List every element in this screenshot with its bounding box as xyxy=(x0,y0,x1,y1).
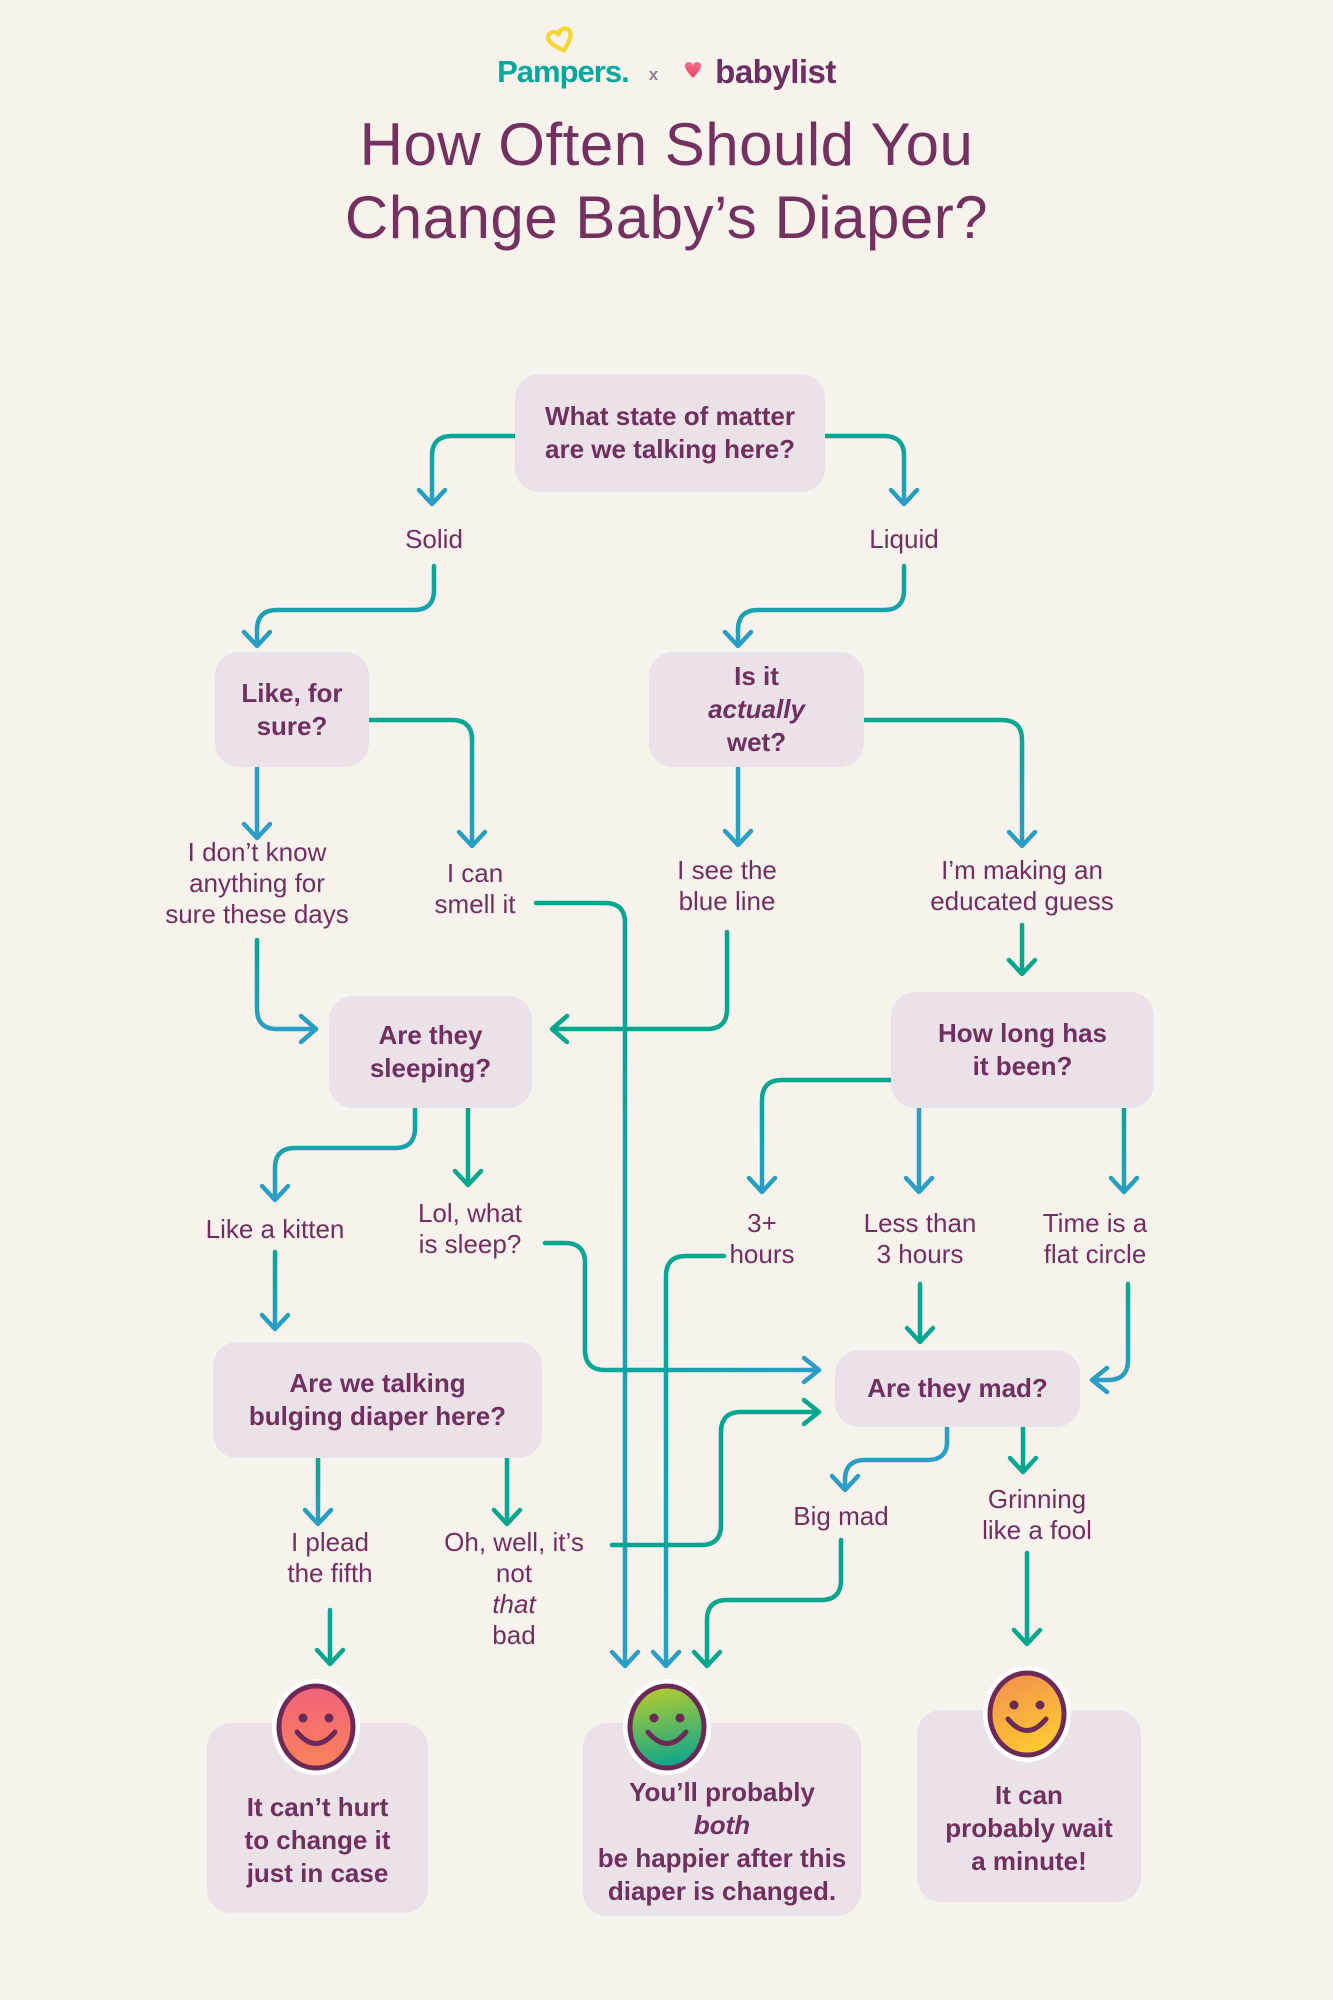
node-actually-wet: Is it actually wet? xyxy=(649,652,864,767)
babylist-wordmark: babylist xyxy=(715,53,836,90)
babylist-heart-icon xyxy=(685,62,702,78)
page-title: How Often Should You Change Baby’s Diape… xyxy=(0,108,1333,254)
node-bulging-diaper: Are we talking bulging diaper here? xyxy=(213,1342,542,1458)
outcome-both-happier: You’ll probably both be happier after th… xyxy=(583,1723,861,1916)
label-like-a-kitten: Like a kitten xyxy=(205,1214,345,1244)
smiley-green-icon xyxy=(623,1679,711,1775)
label-oh-well-not-that-bad: Oh, well, it’s not that bad xyxy=(444,1527,584,1650)
pampers-wordmark: Pampers. xyxy=(497,54,630,89)
label-big-mad: Big mad xyxy=(793,1501,889,1531)
page-title-line2: Change Baby’s Diaper? xyxy=(344,184,989,251)
pampers-logo: Pampers. xyxy=(497,26,630,90)
babylist-logo: babylist xyxy=(678,53,836,91)
smiley-orange-icon xyxy=(983,1666,1071,1762)
label-3-plus-hours: 3+hours xyxy=(729,1208,795,1269)
page-title-line1: How Often Should You xyxy=(359,111,974,178)
brand-header: Pampers. x babylist xyxy=(0,26,1333,100)
smiley-pink-icon xyxy=(272,1679,360,1775)
label-liquid: Liquid xyxy=(869,524,939,554)
node-state-of-matter: What state of matter are we talking here… xyxy=(515,374,825,492)
node-are-they-sleeping: Are they sleeping? xyxy=(329,996,532,1108)
brand-separator-x: x xyxy=(648,65,659,84)
label-solid: Solid xyxy=(405,524,463,554)
node-like-for-sure: Like, for sure? xyxy=(215,652,369,767)
node-are-they-mad: Are they mad? xyxy=(835,1350,1080,1427)
node-how-long: How long has it been? xyxy=(891,992,1154,1108)
pampers-heart-icon xyxy=(546,26,573,54)
